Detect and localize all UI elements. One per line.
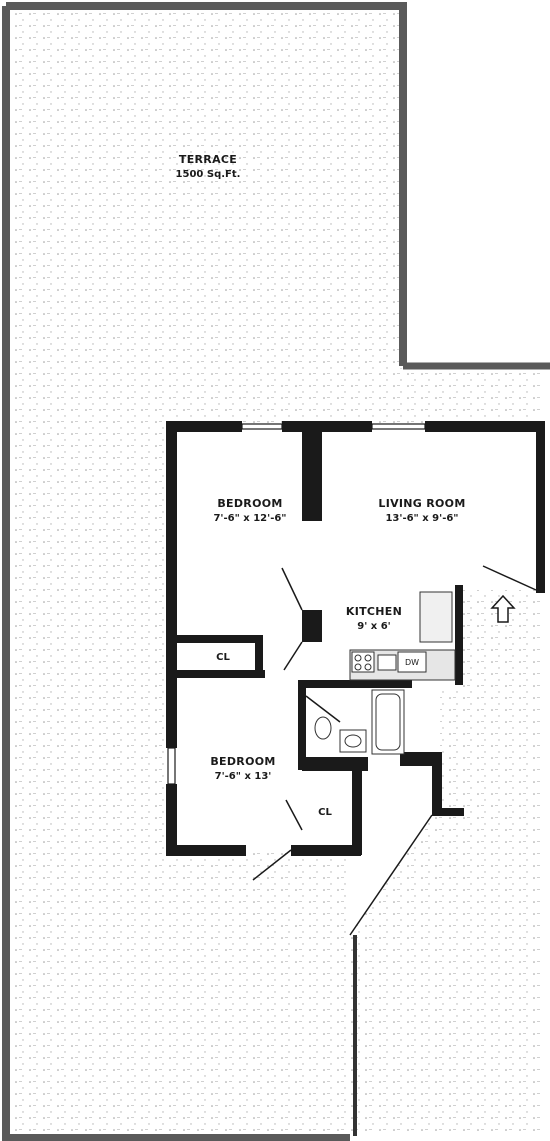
dishwasher-label: DW (404, 658, 420, 667)
window-bedroom-1 (241, 423, 283, 430)
door-bath (305, 695, 341, 723)
toilet (314, 716, 332, 740)
bedroom-2-dims: 7'-6" x 13' (214, 771, 272, 782)
bedroom-1-dims: 7'-6" x 12'-6" (213, 513, 287, 524)
wall-partition-bed-living (302, 421, 322, 521)
wall-closet-2-right (352, 765, 362, 855)
wall-closet-1-side (255, 635, 263, 675)
door-bedroom-2 (252, 849, 292, 881)
window-living-room (371, 423, 426, 430)
kitchen-name: KITCHEN (345, 605, 403, 618)
door-living-room (482, 565, 537, 591)
up-arrow-icon (490, 594, 516, 623)
terrace-name: TERRACE (178, 153, 238, 166)
bedroom-1-name: BEDROOM (217, 497, 283, 510)
kitchen-dims: 9' x 6' (357, 621, 391, 632)
living-room-name: LIVING ROOM (378, 497, 466, 510)
wall-closet-1 (177, 635, 259, 643)
bedroom-2-label: BEDROOM 7'-6" x 13' (198, 754, 288, 784)
wall-bottom-left (166, 845, 246, 856)
door-closet-2 (285, 799, 303, 831)
door-closet-1 (283, 641, 303, 671)
dishwasher (397, 651, 427, 673)
bath-fixtures (314, 689, 405, 755)
closet-2-label: CL (318, 807, 332, 818)
wall-bath-bottom (302, 757, 368, 771)
wall-kitchen-column (302, 610, 322, 642)
terrace-area: 1500 Sq.Ft. (175, 169, 241, 180)
wall-hall-right (400, 752, 440, 766)
kitchen-fixtures (349, 591, 456, 681)
wall-entry-stub (432, 808, 464, 816)
walls (166, 421, 545, 856)
wall-left-lower (166, 784, 177, 854)
wall-left-upper (166, 421, 177, 549)
living-room-label: LIVING ROOM 13'-6" x 9'-6" (362, 496, 482, 526)
wall-left-mid (166, 548, 177, 748)
window-bedroom-2 (167, 747, 176, 785)
wall-top-left (166, 421, 242, 432)
kitchen-label: KITCHEN 9' x 6' (336, 604, 412, 634)
sink (377, 654, 397, 671)
refrigerator (419, 591, 453, 643)
doors (252, 565, 537, 936)
door-bedroom-1 (281, 567, 303, 611)
wall-bath-top (302, 680, 412, 688)
wall-top-right (425, 421, 545, 432)
wall-right (536, 421, 545, 593)
wall-bottom-right (291, 845, 361, 856)
bedroom-2-name: BEDROOM (210, 755, 276, 768)
bedroom-1-label: BEDROOM 7'-6" x 12'-6" (200, 496, 300, 526)
wall-kitchen-right (455, 585, 463, 685)
wall-entry (432, 752, 442, 812)
wall-bath-left (298, 680, 306, 770)
wall-bedroom-divider (177, 670, 265, 678)
terrace-edge-diagonal (349, 814, 433, 936)
windows (167, 423, 426, 785)
terrace-label: TERRACE 1500 Sq.Ft. (158, 152, 258, 182)
living-room-dims: 13'-6" x 9'-6" (385, 513, 459, 524)
wall-top-mid (282, 421, 372, 432)
closet-1-label: CL (216, 652, 230, 663)
